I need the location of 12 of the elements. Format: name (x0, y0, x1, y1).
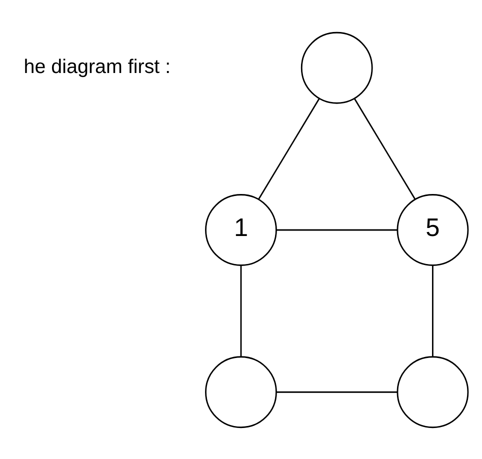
connector (276, 390, 398, 392)
node-circle: 1 (205, 194, 277, 266)
node-circle: 5 (396, 194, 469, 266)
connector (354, 98, 416, 199)
connector (276, 228, 398, 230)
node-circle (396, 356, 469, 428)
connector (240, 265, 242, 356)
node-circle (205, 356, 277, 428)
label: he diagram first : (24, 56, 171, 78)
connector (432, 265, 434, 356)
node-circle (300, 31, 373, 104)
connector (258, 98, 320, 199)
